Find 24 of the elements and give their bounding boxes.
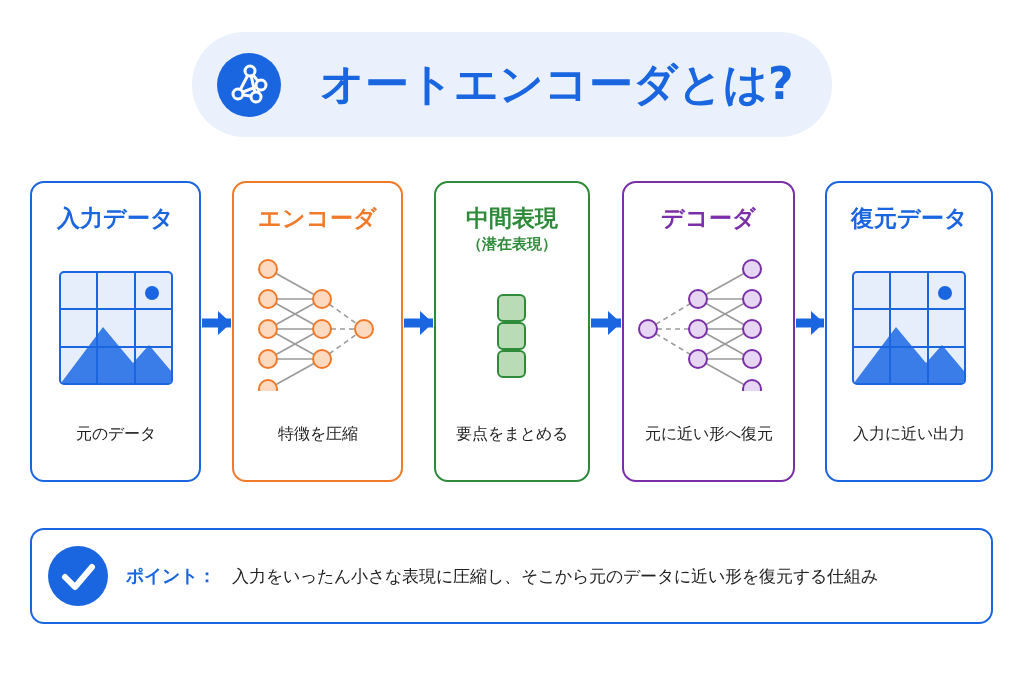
box-heading: デコーダ [660, 204, 757, 233]
input-box [825, 181, 993, 482]
latent-box [434, 181, 590, 482]
box-subheading: （潜在表現） [466, 235, 558, 254]
decoder-box [622, 181, 795, 482]
arrow [591, 311, 621, 335]
box-heading: 復元データ [849, 204, 969, 233]
arrow [202, 311, 231, 335]
box-heading: 中間表現 [465, 204, 559, 233]
box-caption: 要点をまとめる [455, 424, 569, 445]
box-heading: 入力データ [56, 204, 175, 233]
note-heading: ポイント： [126, 564, 216, 588]
input-box [30, 181, 201, 482]
box-caption: 入力に近い出力 [852, 424, 966, 445]
note-box [30, 528, 993, 624]
box-caption: 元に近い形へ復元 [643, 424, 774, 445]
encoder-box [232, 181, 403, 482]
arrow [796, 311, 824, 335]
box-caption: 特徴を圧縮 [276, 424, 359, 445]
title: オートエンコーダとは? [320, 57, 794, 111]
box-caption: 元のデータ [74, 424, 157, 445]
box-heading: エンコーダ [257, 204, 378, 233]
note-text: 入力をいったん小さな表現に圧縮し、そこから元のデータに近い形を復元する仕組み [232, 565, 878, 588]
arrow [404, 311, 433, 335]
